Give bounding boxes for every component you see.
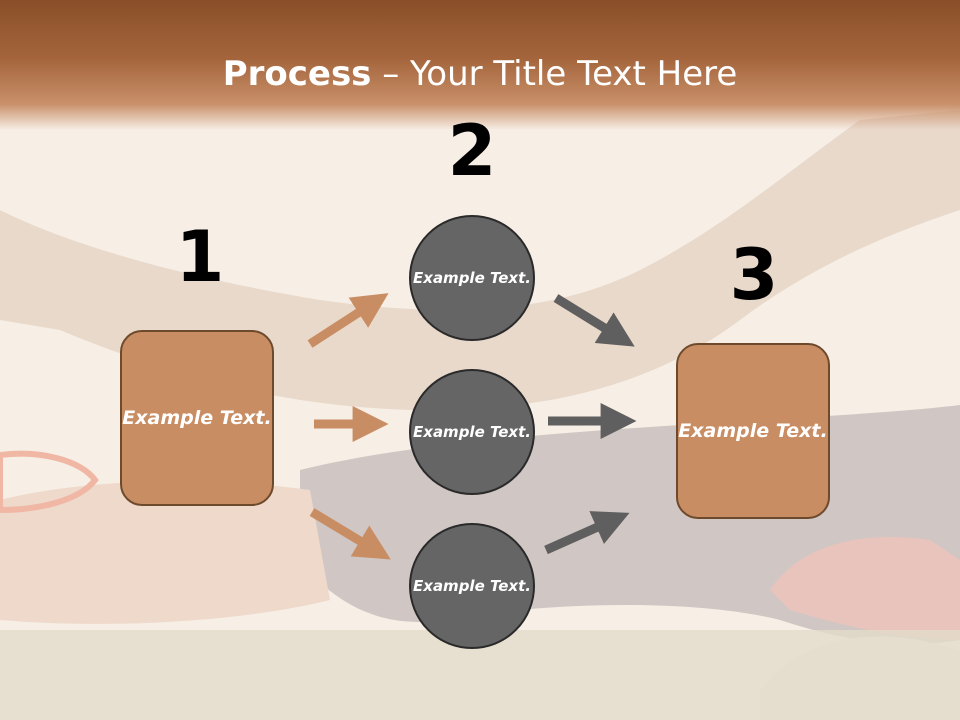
step-circle-top: Example Text.	[409, 215, 535, 341]
arrow-top-to-right	[553, 294, 635, 347]
step-number-2: 2	[447, 110, 497, 192]
title-bold: Process	[222, 54, 372, 94]
arrow-left-to-top	[307, 293, 389, 348]
slide-title: Process – Your Title Text Here	[0, 52, 960, 96]
step-number-1: 1	[175, 216, 225, 298]
step-circle-bottom: Example Text.	[409, 523, 535, 649]
title-rest: – Your Title Text Here	[371, 54, 738, 94]
arrow-bottom-to-right	[544, 511, 630, 555]
step-box-left: Example Text.	[120, 330, 274, 506]
step-box-right: Example Text.	[676, 343, 830, 519]
title-bar	[0, 0, 960, 130]
step-circle-middle: Example Text.	[409, 369, 535, 495]
arrow-left-to-bottom	[309, 508, 391, 560]
step-number-3: 3	[729, 234, 779, 316]
